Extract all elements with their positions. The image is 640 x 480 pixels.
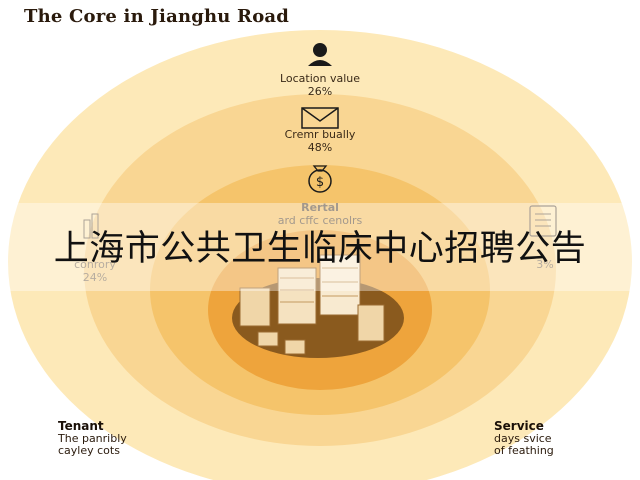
rental-label: Rertal ard cffc cenolrs: [250, 201, 390, 227]
money-bag-icon: $: [308, 165, 332, 193]
service-title: Service: [494, 419, 544, 433]
brand-name: Cremr bually: [284, 128, 356, 141]
brand-percent: 48%: [307, 141, 333, 154]
left-segment-percent: 24%: [82, 271, 108, 284]
banner-text: 上海市公共卫生临床中心招聘公告: [53, 229, 587, 269]
tenant-title: Tenant: [58, 419, 104, 433]
brand-label: Cremr bually 48%: [250, 128, 390, 154]
tenant-corner: Tenant The panribly cayley cots: [58, 420, 158, 457]
left-segment-name: conrory: [74, 258, 116, 271]
envelope-icon: [301, 107, 339, 129]
banner-overlay: [0, 203, 640, 291]
svg-text:$: $: [316, 175, 324, 190]
person-icon: [308, 43, 332, 66]
location-value-label: Location value 26%: [250, 72, 390, 98]
rental-sub: ard cffc cenolrs: [277, 214, 363, 227]
location-percent: 26%: [307, 85, 333, 98]
bar-chart-icon: [83, 213, 99, 239]
tenant-line-2: cayley cots: [58, 444, 120, 457]
location-name: Location value: [279, 72, 361, 85]
tenant-line-1: The panribly: [58, 432, 127, 445]
right-segment-label: 3%: [520, 258, 570, 271]
diagram-title: The Core in Jianghu Road: [24, 6, 290, 27]
left-segment-label: conrory 24%: [50, 258, 140, 284]
service-line-2: of feathing: [494, 444, 554, 457]
document-icon: [529, 205, 557, 237]
buildings-cluster: [239, 254, 385, 355]
service-corner: Service days svice of feathing: [494, 420, 604, 457]
rental-name: Rertal: [301, 201, 339, 214]
right-segment-percent: 3%: [536, 258, 554, 271]
service-line-1: days svice: [494, 432, 552, 445]
